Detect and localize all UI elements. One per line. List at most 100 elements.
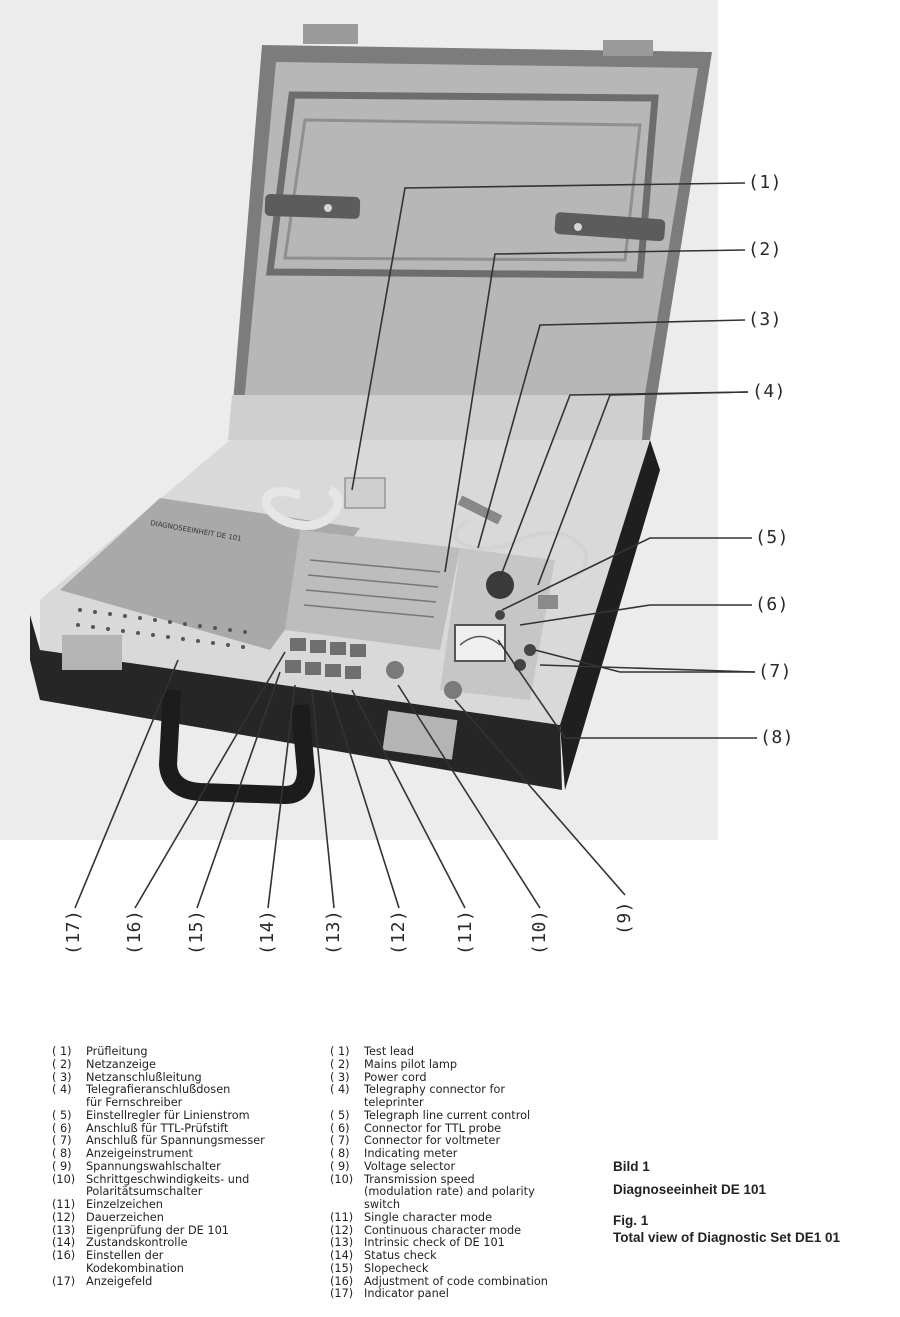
- legend-entry: ( 7)Connector for voltmeter: [330, 1134, 595, 1148]
- callout-12: (12): [388, 909, 409, 955]
- legend-entry: ( 3)Netzanschlußleitung: [52, 1070, 312, 1085]
- legend-entry: (16) Einstellen der: [52, 1249, 312, 1263]
- legend-entry: ( 5) Einstellregler für Linienstrom: [52, 1108, 312, 1123]
- legend-text: Prüfleitung: [86, 1045, 148, 1058]
- callout-17: (17): [63, 909, 84, 955]
- legend-text: Connector for TTL probe: [364, 1121, 502, 1135]
- callout-7: (7): [758, 661, 793, 682]
- legend-entry: ( 1) Prüfleitung: [52, 1045, 312, 1059]
- legend-number: [52, 1097, 86, 1110]
- legend-text: Zustandskontrolle: [86, 1236, 188, 1250]
- legend-entry: ( 4) Telegrafieranschlußdosen: [52, 1083, 312, 1097]
- legend-number: ( 9): [52, 1159, 72, 1173]
- legend-text: Kodekombination: [86, 1261, 184, 1275]
- legend-entry: Polaritätsumschalter: [52, 1185, 312, 1199]
- legend-text: Telegraphy connector for: [364, 1083, 506, 1097]
- legend-number: (16): [330, 1274, 354, 1288]
- legend-number: (14): [330, 1249, 354, 1262]
- legend-text: Anzeigeinstrument: [86, 1147, 193, 1160]
- legend-number: (13): [330, 1236, 354, 1250]
- legend-text: Einzelzeichen: [86, 1198, 163, 1211]
- callout-1: (1): [748, 172, 783, 193]
- legend-text: Netzanschlußleitung: [86, 1070, 202, 1084]
- legend-text: Single character mode: [364, 1210, 493, 1224]
- legend-entry: switch: [330, 1198, 595, 1212]
- legend-text: Polaritätsumschalter: [86, 1185, 203, 1199]
- callout-4: (4): [752, 381, 787, 402]
- legend-text: teleprinter: [364, 1096, 424, 1109]
- legend-number: ( 8): [52, 1147, 72, 1160]
- callout-10: (10): [529, 909, 550, 955]
- legend-text: Status check: [364, 1249, 437, 1262]
- legend-text: Einstellen der: [86, 1249, 164, 1262]
- legend-text: Indicator panel: [364, 1287, 449, 1301]
- legend-text: Continuous character mode: [364, 1223, 522, 1237]
- legend-entry: für Fernschreiber: [52, 1096, 312, 1110]
- legend-entry: (12) Continuous character mode: [330, 1223, 595, 1238]
- legend-entry: ( 5)Telegraph line current control: [330, 1108, 595, 1123]
- legend-text: Spannungswahlschalter: [86, 1159, 221, 1173]
- legend-number: (16): [52, 1249, 76, 1262]
- legend-number: ( 1): [52, 1045, 72, 1058]
- legend-text: Einstellregler für Linienstrom: [86, 1108, 250, 1122]
- legend-entry: ( 2)Mains pilot lamp: [330, 1057, 595, 1072]
- legend-text: Schrittgeschwindigkeits- und: [86, 1172, 250, 1186]
- callout-3: (3): [748, 309, 783, 330]
- legend-entry: (12)Dauerzeichen: [52, 1210, 312, 1225]
- legend-entry: (11) Single character mode: [330, 1210, 595, 1225]
- legend-number: [330, 1097, 364, 1110]
- caption-bild: Bild 1: [613, 1159, 650, 1174]
- callout-6: (6): [755, 594, 790, 615]
- callout-2: (2): [748, 239, 783, 260]
- caption-fig: Fig. 1: [613, 1213, 649, 1228]
- legend-number: (11): [52, 1198, 76, 1211]
- legend-text: Anzeigefeld: [86, 1274, 153, 1288]
- callout-11: (11): [455, 909, 476, 955]
- legend-text: Telegraph line current control: [364, 1108, 531, 1122]
- legend-number: (17): [52, 1274, 76, 1288]
- legend-entry: ( 6)Anschluß für TTL-Prüfstift: [52, 1121, 312, 1136]
- legend-number: ( 6): [52, 1121, 72, 1135]
- legend-number: (12): [52, 1210, 76, 1224]
- legend-number: ( 1): [330, 1045, 350, 1058]
- legend-entry: (15)Slopecheck: [330, 1261, 595, 1276]
- legend-text: Netzanzeige: [86, 1057, 156, 1071]
- legend-number: ( 6): [330, 1121, 350, 1135]
- callout-9: (9): [614, 900, 635, 935]
- legend-entry: ( 1) Test lead: [330, 1045, 595, 1059]
- legend-number: ( 2): [52, 1057, 72, 1071]
- legend-text: (modulation rate) and polarity: [364, 1185, 535, 1199]
- legend-number: ( 4): [330, 1083, 350, 1097]
- caption-en-title: Total view of Diagnostic Set DE1 01: [613, 1230, 841, 1245]
- legend-number: ( 7): [52, 1134, 72, 1148]
- legend-entry: (13)Intrinsic check of DE 101: [330, 1236, 595, 1250]
- legend-entry: (modulation rate) and polarity: [330, 1185, 595, 1199]
- legend-text: Transmission speed: [364, 1172, 475, 1186]
- legend-number: ( 5): [52, 1108, 72, 1122]
- legend-number: (15): [330, 1261, 354, 1275]
- callout-13: (13): [323, 909, 344, 955]
- legend-text: für Fernschreiber: [86, 1096, 183, 1109]
- legend-entry: ( 9)Voltage selector: [330, 1160, 595, 1174]
- legend-text: Indicating meter: [364, 1147, 458, 1160]
- legend-number: (11): [330, 1210, 354, 1224]
- legend-text: Mains pilot lamp: [364, 1057, 458, 1071]
- legend-entry: (10)Transmission speed: [330, 1172, 595, 1187]
- legend-text: Eigenprüfung der DE 101: [86, 1223, 229, 1237]
- legend-number: [52, 1263, 86, 1276]
- legend-text: Telegrafieranschlußdosen: [86, 1083, 231, 1097]
- legend-number: (10): [52, 1172, 76, 1186]
- callout-8: (8): [760, 727, 795, 748]
- legend-number: [330, 1199, 364, 1212]
- legend-number: (12): [330, 1223, 354, 1237]
- legend-text: switch: [364, 1198, 401, 1211]
- legend-text: Test lead: [364, 1045, 415, 1058]
- legend-text: Anschluß für Spannungsmesser: [86, 1134, 265, 1148]
- legend-number: ( 4): [52, 1083, 72, 1097]
- device-photo: DIAGNOSEEINHEIT DE 101: [0, 0, 757, 909]
- legend-entry: ( 6) Connector for TTL probe: [330, 1121, 595, 1136]
- callout-5: (5): [755, 527, 790, 548]
- callout-16: (16): [124, 909, 145, 955]
- legend-entry: Kodekombination: [52, 1261, 312, 1276]
- legend-entry: (17) Anzeigefeld: [52, 1274, 312, 1289]
